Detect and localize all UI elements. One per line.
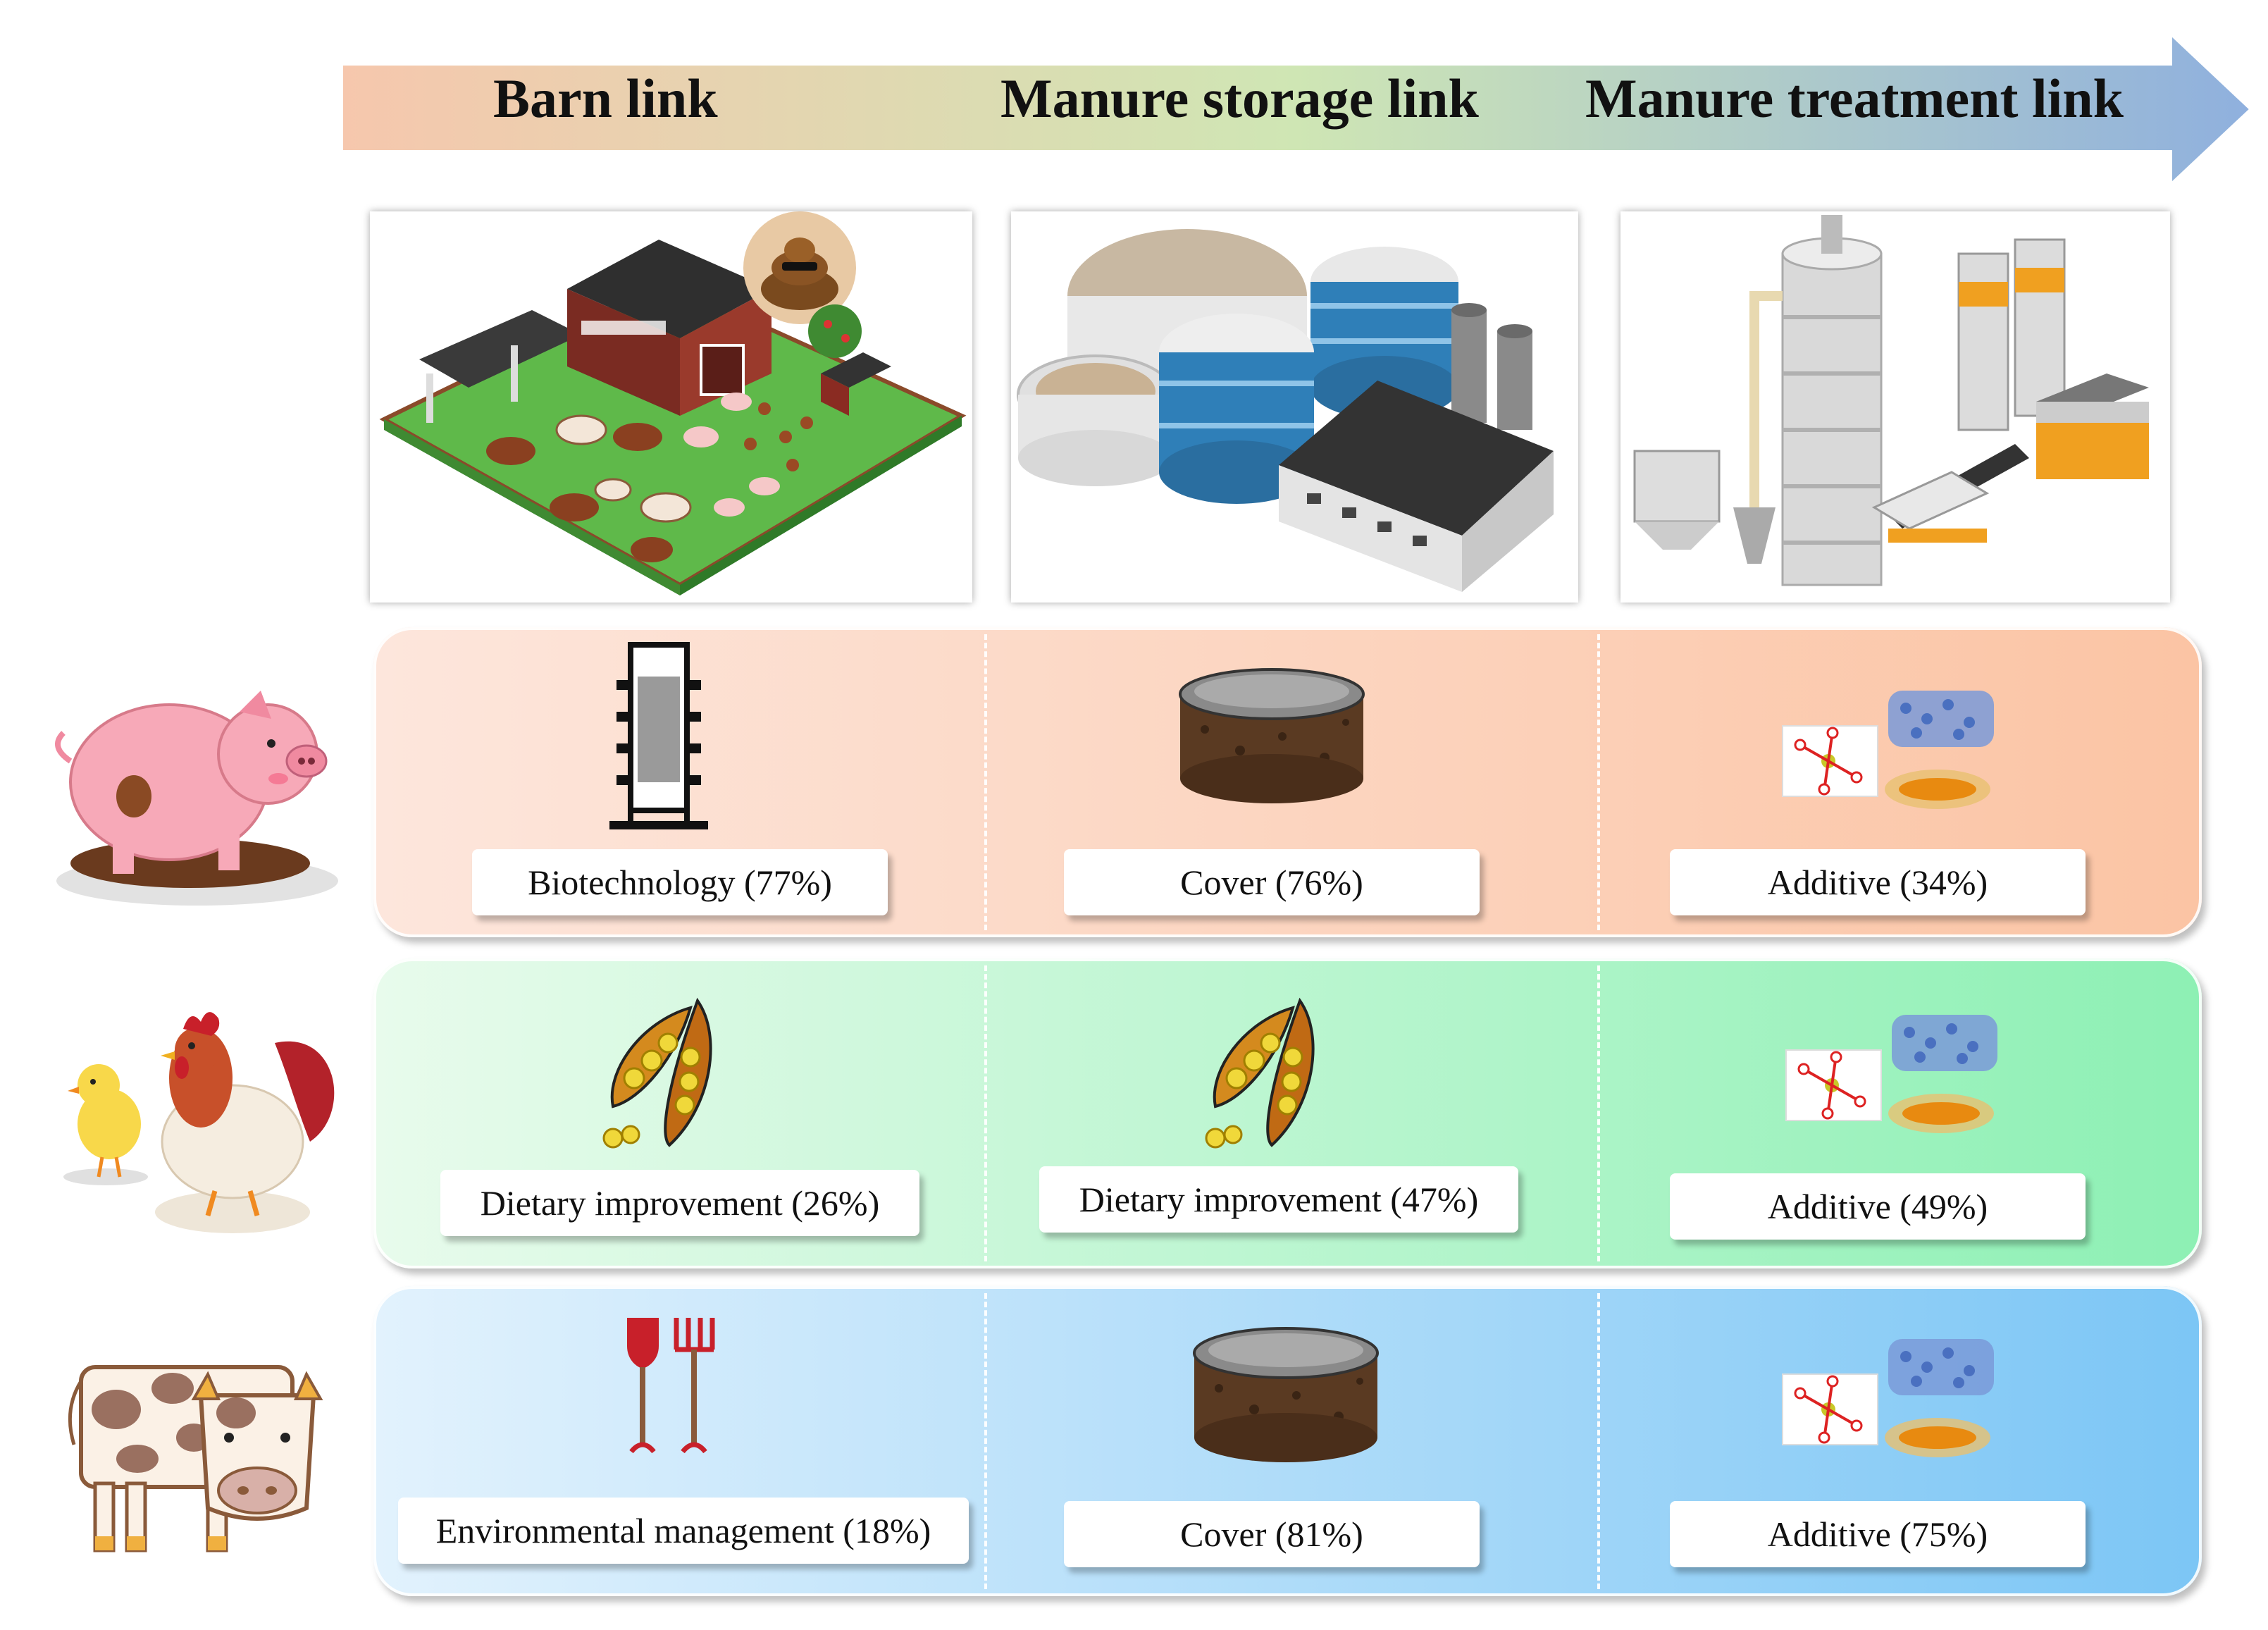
stage-label-barn: Barn link <box>493 68 718 129</box>
label-pig-treatment: Additive (34%) <box>1670 849 2086 915</box>
row-divider <box>984 965 987 1261</box>
label-pig-storage: Cover (76%) <box>1064 849 1480 915</box>
row-divider <box>1597 965 1600 1261</box>
label-chicken-treatment: Additive (49%) <box>1670 1173 2086 1240</box>
label-cow-storage: Cover (81%) <box>1064 1501 1480 1567</box>
shovel-rake-icon <box>620 1311 719 1466</box>
label-chicken-storage: Dietary improvement (47%) <box>1039 1166 1518 1233</box>
row-divider <box>1597 1293 1600 1589</box>
row-divider <box>984 1293 987 1589</box>
label-cow-barn: Environmental management (18%) <box>398 1498 969 1564</box>
treatment-illustration <box>1621 211 2170 603</box>
additive-icon <box>1776 684 2001 825</box>
barn-illustration <box>370 211 972 603</box>
process-arrow <box>339 28 2255 190</box>
pig-icon <box>28 677 345 909</box>
chicken-icon <box>42 1001 352 1240</box>
cow-icon <box>67 1353 335 1564</box>
cover-icon <box>1191 1325 1381 1466</box>
soybean-icon <box>1194 994 1335 1156</box>
biofilter-icon <box>606 638 712 835</box>
row-divider <box>1597 634 1600 930</box>
label-pig-barn: Biotechnology (77%) <box>472 849 888 915</box>
additive-icon <box>1779 1008 2004 1149</box>
label-cow-treatment: Additive (75%) <box>1670 1501 2086 1567</box>
soybean-icon <box>592 994 733 1156</box>
storage-illustration <box>1011 211 1578 603</box>
stage-label-treatment: Manure treatment link <box>1585 68 2124 129</box>
row-divider <box>984 634 987 930</box>
additive-icon <box>1776 1332 2001 1473</box>
label-chicken-barn: Dietary improvement (26%) <box>440 1170 919 1236</box>
stage-label-storage: Manure storage link <box>1000 68 1479 129</box>
cover-icon <box>1177 666 1367 807</box>
